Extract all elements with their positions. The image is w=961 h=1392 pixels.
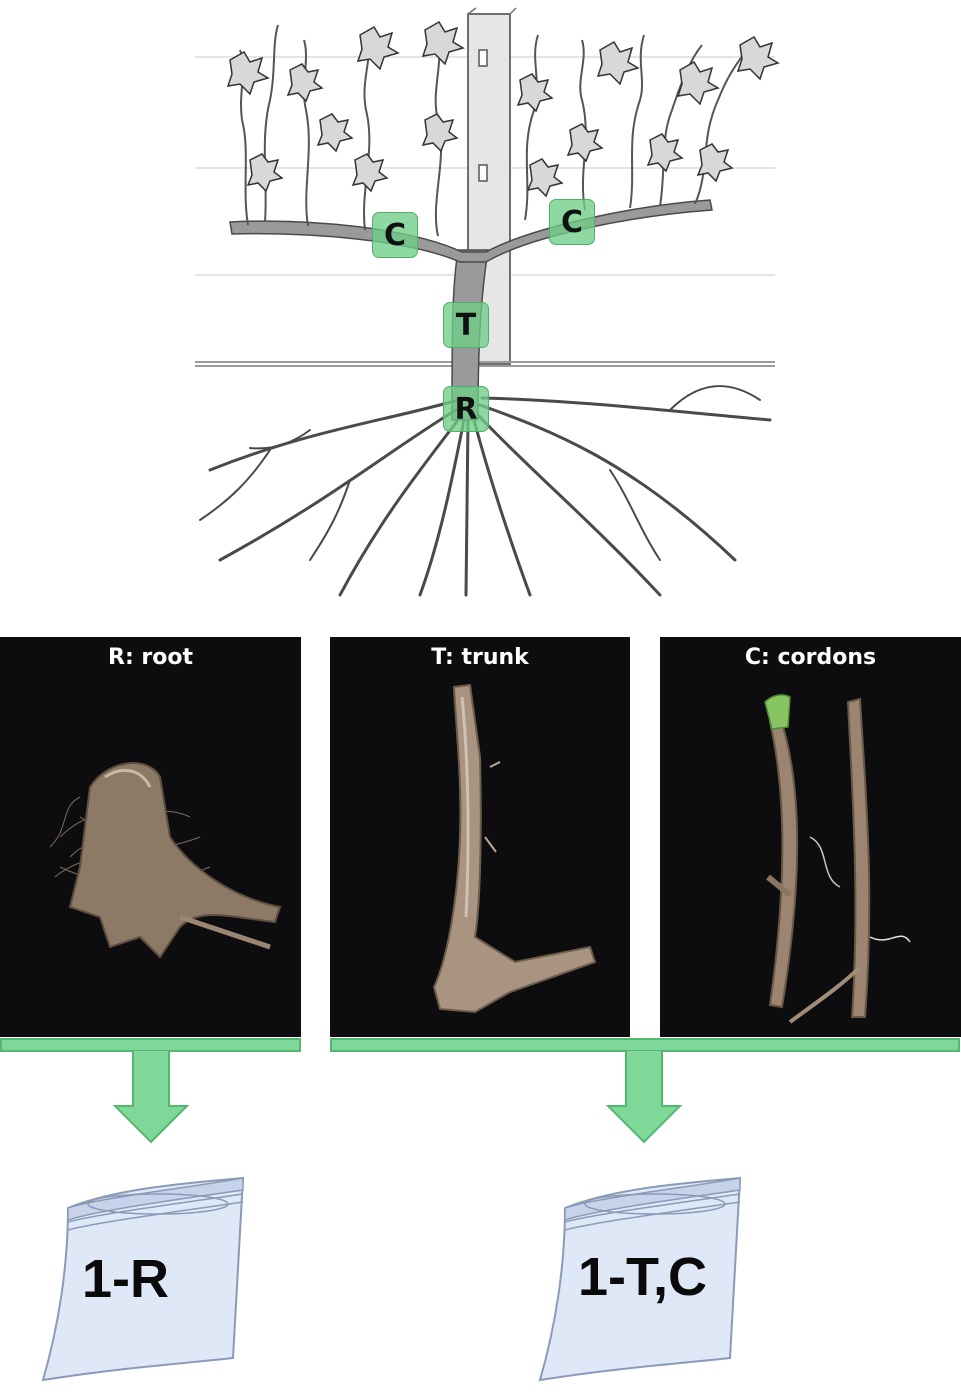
cordons-photo: C: cordons [660,637,961,1037]
bag-label-root: 1-R [82,1249,170,1309]
root-photo: R: root [0,637,301,1037]
cordons-sample-icon [764,694,911,1024]
cordon-marker-left: C [372,212,418,258]
down-arrow-icon [113,1050,189,1144]
sample-bag-icon [41,1176,245,1382]
down-arrow-icon [606,1050,682,1144]
trunk-photo: T: trunk [330,637,630,1037]
trunk-marker: T [443,302,489,348]
root-photo-label: R: root [108,645,193,670]
grapevine-sketch [195,7,780,597]
sample-bag-icon [538,1176,742,1382]
bag-label-trunk-cordons: 1-T,C [578,1247,708,1307]
root-marker: R [443,386,489,432]
vine-roots [199,385,772,597]
cordon-marker-right: C [549,199,595,245]
root-sample-icon [49,762,282,959]
trunk-sample-icon [432,683,597,1014]
trunk-photo-label: T: trunk [431,645,529,670]
cordons-photo-label: C: cordons [744,645,877,670]
vine-leaves [226,20,780,198]
